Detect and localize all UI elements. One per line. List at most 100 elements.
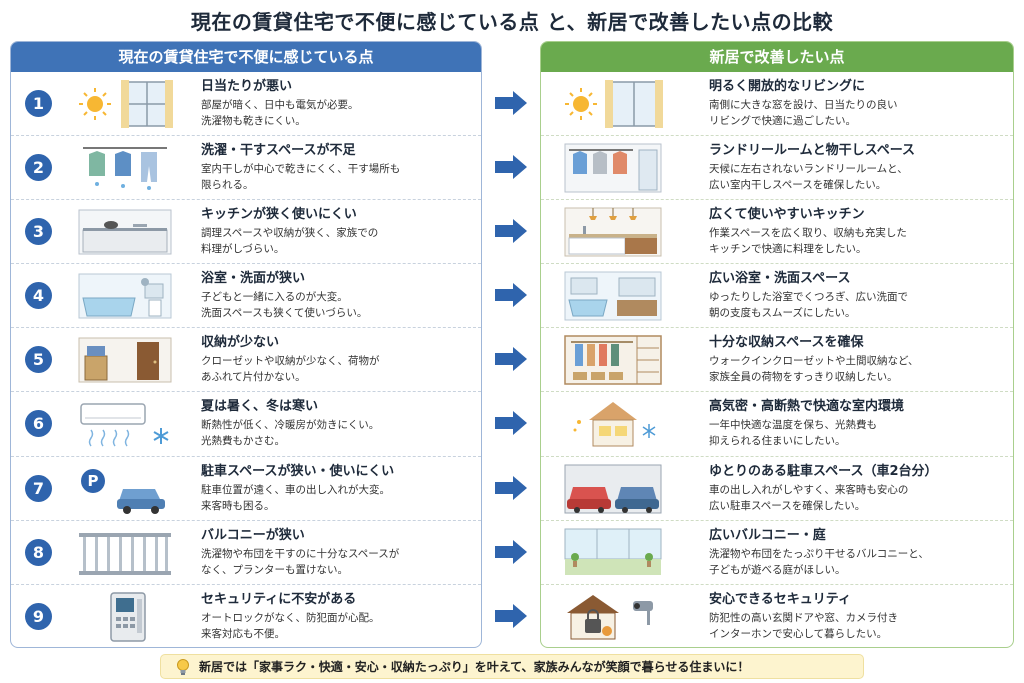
improvement-row: 十分な収納スペースを確保 ウォークインクローゼットや土間収納など、 家族全員の荷… xyxy=(541,328,1013,393)
number-badge: 5 xyxy=(25,346,52,374)
issue-title: キッチンが狭く使いにくい xyxy=(201,207,357,223)
improvement-row: 高気密・高断熱で快適な室内環境 一年中快適な温度を保ち、光熱費も 抑えられる住ま… xyxy=(541,392,1013,457)
sun-window-icon xyxy=(79,80,173,128)
issue-row: 5 収納が少ない クローゼットや収納が少なく、荷物が あふれて片付かない。 xyxy=(11,328,481,393)
issue-description: クローゼットや収納が少なく、荷物が あふれて片付かない。 xyxy=(201,355,380,384)
improvement-description: 防犯性の高い玄関ドアや窓、カメラ付き インターホンで安心して暮らしたい。 xyxy=(709,611,898,640)
arrow-right-icon xyxy=(495,219,527,244)
issue-row: 1 日当たりが悪い 部屋が暗く、日中も電気が必要。 洗濯物も乾きにくい。 xyxy=(11,72,481,137)
improvement-row: 明るく開放的なリビングに 南側に大きな窓を設け、日当たりの良い リビングで快適に… xyxy=(541,72,1013,137)
summary-banner: 新居では「家事ラク・快適・安心・収納たっぷり」を叶えて、家族みんなが笑顔で暮らせ… xyxy=(160,654,864,679)
arrow-right-icon xyxy=(495,539,527,564)
lightbulb-icon xyxy=(177,658,189,675)
improvement-description: ウォークインクローゼットや土間収納など、 家族全員の荷物をすっきり収納したい。 xyxy=(709,355,919,384)
small-bathroom-icon xyxy=(78,273,172,319)
improvement-title: 広くて使いやすいキッチン xyxy=(709,207,865,223)
arrow-right-icon xyxy=(495,155,527,180)
improvement-title: 広い浴室・洗面スペース xyxy=(709,271,851,287)
issue-title: 夏は暑く、冬は寒い xyxy=(201,399,319,415)
spacious-bathroom-icon xyxy=(564,271,662,321)
number-badge: 9 xyxy=(25,602,52,630)
improvement-row: ゆとりのある駐車スペース（車2台分） 車の出し入れがしやすく、来客時も安心の 広… xyxy=(541,457,1013,521)
improvement-row: 広いバルコニー・庭 洗濯物や布団をたっぷり干せるバルコニーと、 子どもが遊べる庭… xyxy=(541,521,1013,585)
issue-row: 8 バルコニーが狭い 洗濯物や布団を干すのに十分なスペースが なく、プランターも… xyxy=(11,521,481,585)
number-badge: 3 xyxy=(25,218,52,246)
hanging-laundry-icon xyxy=(83,147,167,191)
improvements-panel: 新居で改善したい点 明るく開放的なリビングに 南側に大きな窓を設け、日当たりの良… xyxy=(540,41,1014,648)
improvement-title: 十分な収納スペースを確保 xyxy=(709,335,864,351)
issue-title: バルコニーが狭い xyxy=(201,527,305,543)
improvements-list: 明るく開放的なリビングに 南側に大きな窓を設け、日当たりの良い リビングで快適に… xyxy=(541,72,1013,647)
wide-balcony-icon xyxy=(564,528,662,575)
issue-description: 洗濯物や布団を干すのに十分なスペースが なく、プランターも置けない。 xyxy=(201,547,400,576)
issue-description: 室内干しが中心で乾きにくく、干す場所も 限られる。 xyxy=(201,163,401,192)
cluttered-storage-icon xyxy=(78,337,172,383)
improvements-header: 新居で改善したい点 xyxy=(541,42,1013,72)
intercom-icon xyxy=(110,592,146,642)
air-conditioner-icon xyxy=(80,403,169,447)
improvement-description: 洗濯物や布団をたっぷり干せるバルコニーと、 子どもが遊べる庭がほしい。 xyxy=(709,547,929,576)
number-badge: 7 xyxy=(25,474,52,502)
laundry-room-icon xyxy=(564,143,662,193)
issue-row: 6 夏は暑く、冬は寒い 断熱性が低く、冷暖房が効きにくい。 光熱費もかさむ。 xyxy=(11,392,481,457)
improvement-title: 安心できるセキュリティ xyxy=(709,591,851,607)
issue-row: 2 洗濯・干すスペースが不足 室内干しが中心で乾きにくく、干す場所も 限られる。 xyxy=(11,136,481,201)
arrow-right-icon xyxy=(495,411,527,436)
improvement-description: ゆったりした浴室でくつろぎ、広い洗面で 朝の支度もスムーズにしたい。 xyxy=(709,291,908,320)
two-cars-icon xyxy=(564,464,662,514)
issue-description: オートロックがなく、防犯面が心配。 来客対応も不便。 xyxy=(201,611,380,640)
improvement-title: 広いバルコニー・庭 xyxy=(709,527,826,543)
number-badge: 6 xyxy=(25,410,52,438)
issue-row: 7 P 駐車スペースが狭い・使いにくい 駐車位置が遠く、車の出し入れが大変。 来… xyxy=(11,457,481,521)
issue-row: 4 浴室・洗面が狭い 子どもと一緒に入るのが大変。 洗面スペースも狭くて使いづら… xyxy=(11,264,481,329)
spacious-kitchen-icon xyxy=(564,207,662,257)
number-badge: 4 xyxy=(25,282,52,310)
improvement-description: 南側に大きな窓を設け、日当たりの良い リビングで快適に過ごしたい。 xyxy=(709,99,898,127)
page-title: 現在の賃貸住宅で不便に感じている点 と、新居で改善したい点の比較 xyxy=(190,10,834,34)
issue-title: 駐車スペースが狭い・使いにくい xyxy=(201,463,395,479)
improvement-description: 一年中快適な温度を保ち、光熱費も 抑えられる住まいにしたい。 xyxy=(709,419,877,448)
issue-description: 断熱性が低く、冷暖房が効きにくい。 光熱費もかさむ。 xyxy=(201,419,380,448)
sun-window-icon xyxy=(565,80,663,128)
issue-title: セキュリティに不安がある xyxy=(201,591,357,607)
issue-description: 部屋が暗く、日中も電気が必要。 洗濯物も乾きにくい。 xyxy=(201,99,359,127)
issue-title: 洗濯・干すスペースが不足 xyxy=(201,143,356,159)
improvement-description: 天候に左右されないランドリールームと、 広い室内干しスペースを確保したい。 xyxy=(709,163,908,192)
parking-car-icon: P xyxy=(81,468,165,514)
issue-description: 駐車位置が遠く、車の出し入れが大変。 来客時も困る。 xyxy=(201,483,390,512)
summary-text: 新居では「家事ラク・快適・安心・収納たっぷり」を叶えて、家族みんなが笑顔で暮らせ… xyxy=(199,660,750,674)
number-badge: 1 xyxy=(25,90,52,117)
insulated-house-icon xyxy=(573,402,656,447)
improvement-row: ランドリールームと物干しスペース 天候に左右されないランドリールームと、 広い室… xyxy=(541,136,1013,201)
improvement-row: 広くて使いやすいキッチン 作業スペースを広く取り、収納も充実した キッチンで快適… xyxy=(541,200,1013,265)
walk-in-closet-icon xyxy=(564,335,662,386)
improvement-row: 広い浴室・洗面スペース ゆったりした浴室でくつろぎ、広い洗面で 朝の支度もスムー… xyxy=(541,264,1013,329)
improvement-row: 安心できるセキュリティ 防犯性の高い玄関ドアや窓、カメラ付き インターホンで安心… xyxy=(541,585,1013,647)
number-badge: 8 xyxy=(25,538,52,566)
current-issues-list: 1 日当たりが悪い 部屋が暗く、日中も電気が必要。 洗濯物も乾きにくい。 2 xyxy=(11,72,481,647)
svg-text:P: P xyxy=(88,472,99,490)
small-kitchen-icon xyxy=(78,209,172,255)
issue-title: 収納が少ない xyxy=(201,335,280,351)
improvement-title: ランドリールームと物干しスペース xyxy=(709,143,916,159)
issue-description: 調理スペースや収納が狭く、家族での 料理がしづらい。 xyxy=(201,227,379,256)
security-house-icon xyxy=(567,594,653,640)
number-badge: 2 xyxy=(25,154,52,182)
arrow-right-icon xyxy=(495,347,527,372)
current-issues-header: 現在の賃貸住宅で不便に感じている点 xyxy=(11,42,481,72)
issue-title: 日当たりが悪い xyxy=(201,79,293,94)
issue-row: 9 セキュリティに不安がある オートロックがなく、防犯面が心配。 来客対応も不便… xyxy=(11,585,481,647)
current-issues-panel: 現在の賃貸住宅で不便に感じている点 1 日当たりが悪い 部屋が暗く、日中も電気が… xyxy=(10,41,482,648)
comparison-arrows xyxy=(482,71,540,648)
issue-title: 浴室・洗面が狭い xyxy=(201,271,306,287)
arrow-right-icon xyxy=(495,603,527,628)
arrow-right-icon xyxy=(495,91,527,115)
arrow-right-icon xyxy=(495,475,527,500)
improvement-description: 作業スペースを広く取り、収納も充実した キッチンで快適に料理をしたい。 xyxy=(709,227,907,256)
improvement-title: 高気密・高断熱で快適な室内環境 xyxy=(709,399,905,415)
improvement-title: 明るく開放的なリビングに xyxy=(709,79,866,94)
issue-row: 3 キッチンが狭く使いにくい 調理スペースや収納が狭く、家族での 料理がしづらい… xyxy=(11,200,481,265)
improvement-description: 車の出し入れがしやすく、来客時も安心の 広い駐車スペースを確保したい。 xyxy=(709,483,909,512)
improvement-title: ゆとりのある駐車スペース（車2台分） xyxy=(709,463,938,479)
narrow-balcony-icon xyxy=(79,532,171,575)
